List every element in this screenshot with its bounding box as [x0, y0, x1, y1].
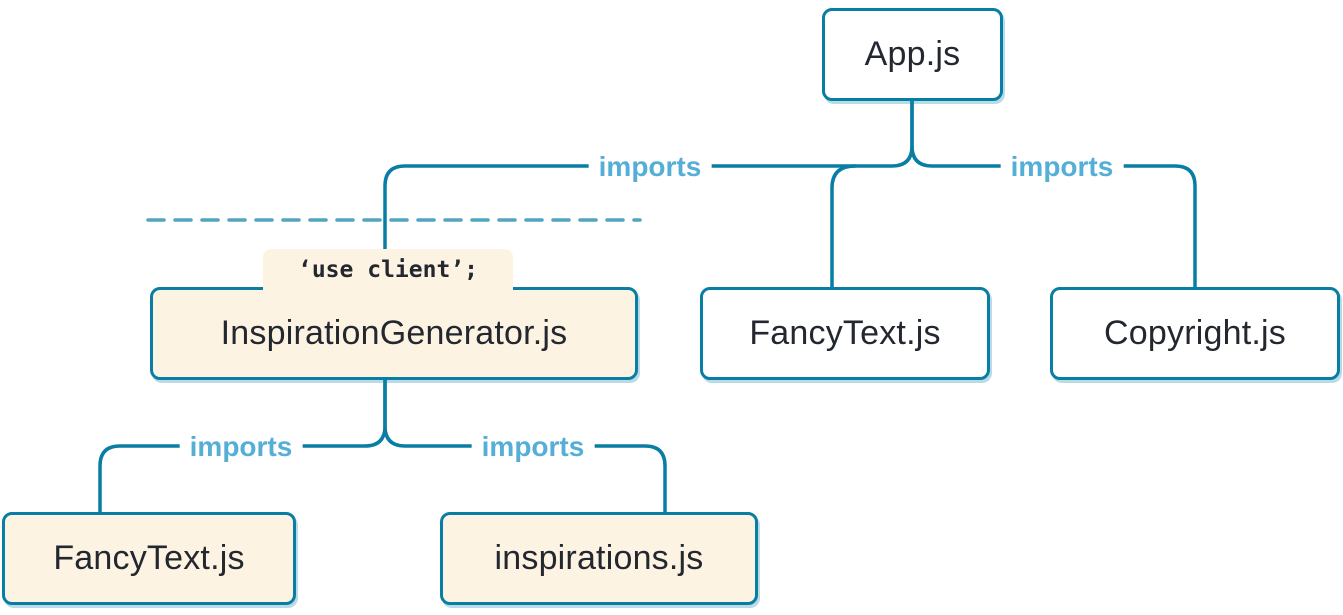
node-fancytext-js-bottom: FancyText.js [2, 512, 296, 605]
node-label: FancyText.js [749, 314, 941, 352]
edge-app-to-fancytext [830, 164, 857, 289]
node-inspiration-generator-js: InspirationGenerator.js [150, 287, 638, 380]
node-app-js: App.js [822, 8, 1003, 101]
edge-label-imports: imports [1000, 151, 1124, 183]
node-fancytext-js-top: FancyText.js [700, 287, 990, 380]
node-label: inspirations.js [494, 539, 704, 577]
node-label: FancyText.js [53, 539, 245, 577]
node-copyright-js: Copyright.js [1050, 287, 1340, 380]
use-client-directive-tab: ‘use client’; [263, 249, 513, 290]
edge-label-imports: imports [471, 431, 595, 463]
node-inspirations-js: inspirations.js [440, 512, 758, 605]
node-label: App.js [864, 35, 961, 73]
edge-app-to-copyright [910, 99, 1197, 289]
edge-label-imports: imports [588, 151, 712, 183]
node-label: Copyright.js [1104, 314, 1286, 352]
use-client-directive-text: ‘use client’; [297, 256, 478, 283]
node-label: InspirationGenerator.js [220, 314, 568, 352]
edge-label-imports: imports [179, 431, 303, 463]
